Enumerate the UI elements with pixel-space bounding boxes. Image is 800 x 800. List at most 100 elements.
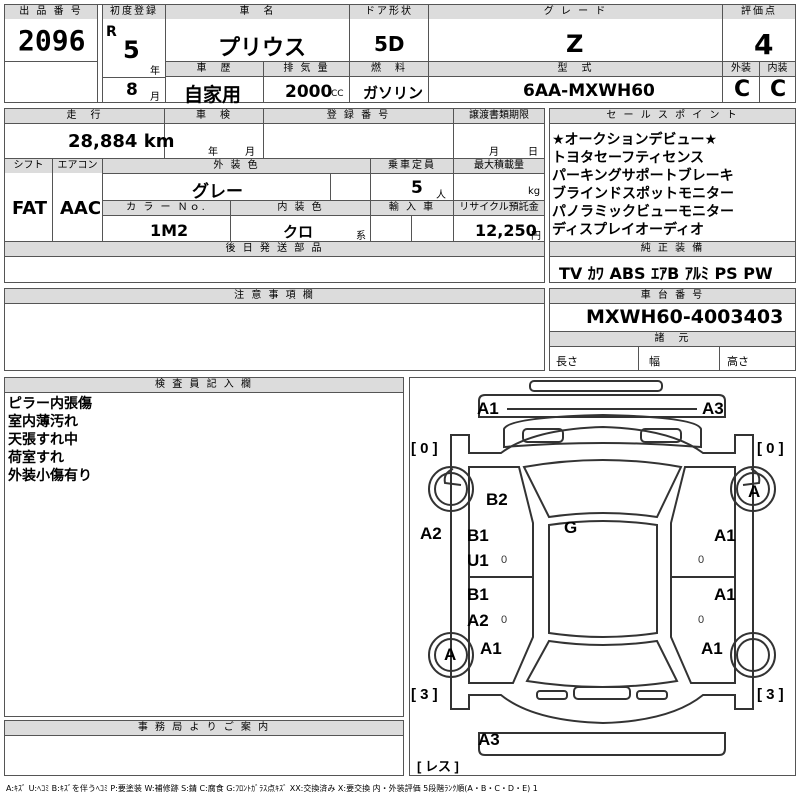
score: 4 <box>754 28 774 61</box>
color-no-label: カ ラ ー Ｎｏ. <box>103 201 230 215</box>
notes-label: 注 意 事 項 欄 <box>5 289 544 303</box>
grade-label: グ レ ー ド <box>429 5 722 19</box>
mark-u1: U1 <box>467 551 489 570</box>
recycle-fee: 12,250 <box>475 221 537 240</box>
color-no: 1M2 <box>150 221 189 240</box>
displacement-label: 排 気 量 <box>264 62 349 76</box>
insp-year-unit: 年 <box>208 147 218 158</box>
ext-label: 外装 <box>723 62 759 76</box>
import-label: 輸 入 車 <box>371 201 453 215</box>
model: 6AA-MXWH60 <box>523 81 655 101</box>
mileage: 28,884 km <box>68 131 175 152</box>
spec-length: 長さ <box>556 355 578 368</box>
transfer-month-unit: 月 <box>489 147 499 158</box>
mark-a2-left2: A2 <box>467 611 489 630</box>
selling-points-label: セ ー ル ス ポ イ ン ト <box>550 109 795 123</box>
car-name-label: 車 名 <box>166 5 349 19</box>
door-handle-mark: 0 <box>501 614 507 626</box>
car-diagram-box <box>409 377 796 776</box>
int-label: 内装 <box>760 62 795 76</box>
exterior-color: グレー <box>192 182 243 202</box>
plate-label: 登 録 番 号 <box>264 109 453 123</box>
inspector-note: 外装小傷有り <box>8 468 92 484</box>
tire-rear-left: [ 3 ] <box>411 686 438 703</box>
score-label: 評価点 <box>723 5 795 19</box>
door-label: ドア形状 <box>350 5 428 19</box>
mark-b2: B2 <box>486 490 508 509</box>
selling-points-box <box>549 108 796 283</box>
fuel: ガソリン <box>363 84 424 102</box>
yen-unit: 円 <box>531 231 541 242</box>
inspector-note: 荷室すれ <box>8 450 64 466</box>
color-label: 外 装 色 <box>103 159 370 173</box>
displacement: 2000 <box>285 82 333 102</box>
mark-b1-left1: B1 <box>467 526 489 545</box>
mark-a1-rear-right: A1 <box>701 639 723 658</box>
selling-point-item: ブラインドスポットモニター <box>552 186 734 202</box>
era: R <box>106 24 117 40</box>
mark-a1-rear-left: A1 <box>480 639 502 658</box>
selling-point-item: パーキングサポートブレーキ <box>552 168 734 184</box>
equipment-label: 純 正 装 備 <box>550 242 795 256</box>
door-type: 5D <box>374 32 405 56</box>
inspector-note: 天張すれ中 <box>8 432 78 448</box>
model-label: 型 式 <box>429 62 722 76</box>
fuel-label: 燃 料 <box>350 62 428 76</box>
mark-a3-rear: A3 <box>478 730 500 749</box>
spec-width: 幅 <box>649 355 660 368</box>
grade: Z <box>566 30 584 58</box>
selling-point-item: ★オークションデビュー★ <box>552 132 718 148</box>
ext-grade: C <box>734 77 751 102</box>
inspection-label: 車 検 <box>165 109 263 123</box>
first-reg-label: 初度登録 <box>103 5 165 19</box>
shift-label: シフト <box>5 159 52 173</box>
chassis-number: MXWH60-4003403 <box>586 306 784 328</box>
door-handle-mark: 0 <box>698 554 704 566</box>
chassis-label: 車 台 番 号 <box>550 289 795 303</box>
reg-month: 8 <box>126 80 138 100</box>
header-table <box>4 4 796 103</box>
mark-a-front-right: A <box>748 482 760 501</box>
car-diagram: A1 A3 B2 G A2 B1 U1 B1 A2 A A1 A A1 A1 A… <box>411 380 784 774</box>
spare-tire: [ レス ] <box>417 759 459 774</box>
mileage-label: 走 行 <box>5 109 164 123</box>
transfer-day-unit: 日 <box>528 147 538 158</box>
person-unit: 人 <box>436 190 446 201</box>
capacity: 5 <box>411 178 423 198</box>
insp-month-unit: 月 <box>245 147 255 158</box>
mark-a1-right1: A1 <box>714 526 736 545</box>
int-grade: C <box>770 77 787 102</box>
selling-point-item: ディスプレイオーディオ <box>552 222 705 238</box>
interior-color: クロ <box>283 223 314 241</box>
capacity-label: 乗車定員 <box>371 159 453 173</box>
mark-b1-left2: B1 <box>467 585 489 604</box>
int-color-label: 内 装 色 <box>231 201 370 215</box>
later-parts-label: 後 日 発 送 部 品 <box>5 242 544 256</box>
tire-rear-right: [ 3 ] <box>757 686 784 703</box>
chassis-box <box>549 288 796 371</box>
tire-front-right: [ 0 ] <box>757 440 784 457</box>
shift: FAT <box>12 198 48 219</box>
mark-g: G <box>564 518 577 537</box>
mark-a3-front-right: A3 <box>702 399 724 418</box>
car-name: プリウス <box>218 36 307 61</box>
int-color-unit: 系 <box>356 231 366 242</box>
office-box <box>4 720 404 776</box>
inspector-note: ピラー内張傷 <box>8 396 92 412</box>
notes-box <box>4 288 545 371</box>
tire-front-left: [ 0 ] <box>411 440 438 457</box>
lot-number: 2096 <box>18 24 86 57</box>
equipment-list: TV ｶﾜ ABS ｴｱB ｱﾙﾐ PS PW <box>559 264 773 283</box>
kg-unit: kg <box>528 186 541 197</box>
month-unit: 月 <box>150 92 160 103</box>
recycle-label: リサイクル預託金 <box>454 201 544 215</box>
ac-label: エアコン <box>53 159 102 173</box>
history-label: 車 歴 <box>166 62 263 76</box>
transfer-label: 譲渡書類期限 <box>454 109 544 123</box>
mark-a1-right2: A1 <box>714 585 736 604</box>
office-label: 事 務 局 よ り ご 案 内 <box>5 721 403 735</box>
door-handle-mark: 0 <box>501 554 507 566</box>
spec-label: 諸 元 <box>550 332 795 346</box>
year-unit: 年 <box>150 66 160 77</box>
spec-height: 高さ <box>727 355 749 368</box>
